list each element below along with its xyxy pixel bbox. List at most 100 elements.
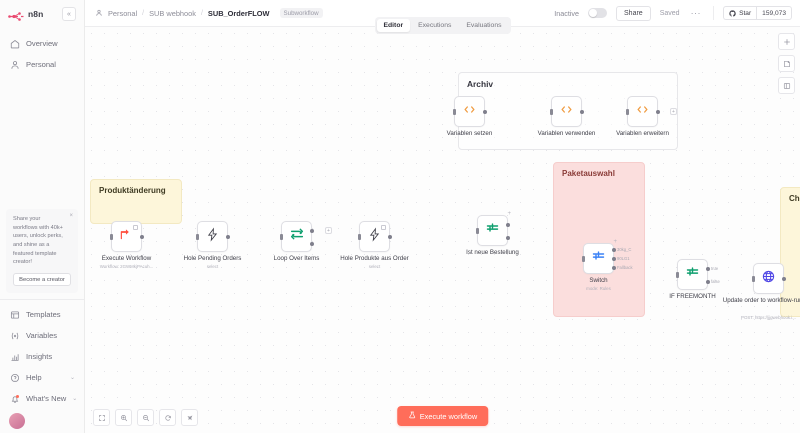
- github-star-button[interactable]: Star: [723, 6, 757, 20]
- node-box[interactable]: [549, 96, 584, 127]
- sticky-note-produktaenderung[interactable]: Produktänderung: [90, 179, 182, 224]
- zoom-to-fit-button[interactable]: [93, 409, 110, 426]
- output-port[interactable]: [579, 109, 584, 114]
- add-node-after-button[interactable]: +: [613, 239, 617, 245]
- output-port[interactable]: [482, 109, 487, 114]
- node-switch[interactable]: + Switch mode: Rules 30kg_C 90LG1 Fallba…: [581, 239, 633, 291]
- execute-workflow-button[interactable]: Execute workflow: [396, 406, 489, 426]
- workflow-active-toggle[interactable]: [588, 8, 608, 18]
- more-options-button[interactable]: ···: [690, 8, 702, 18]
- output-port-true[interactable]: [705, 267, 710, 271]
- output-port[interactable]: [781, 276, 786, 281]
- output-port-true[interactable]: [505, 223, 510, 227]
- sidebar-item-help[interactable]: Help ⌄: [0, 367, 84, 388]
- node-box[interactable]: [279, 221, 314, 252]
- output-port[interactable]: [225, 234, 230, 239]
- sticky-note-paketauswahl[interactable]: Paketauswahl: [553, 162, 645, 317]
- output-port[interactable]: [655, 109, 660, 114]
- avatar[interactable]: [9, 413, 25, 429]
- node-variablen-verwenden[interactable]: Variablen verwenden: [538, 96, 595, 137]
- share-button[interactable]: Share: [616, 5, 651, 21]
- output-port-loop[interactable]: [309, 242, 314, 246]
- node-box[interactable]: [751, 263, 786, 294]
- breadcrumb-separator: /: [142, 9, 145, 17]
- execute-workflow-icon: [119, 227, 134, 247]
- input-port[interactable]: [279, 233, 283, 240]
- add-node-after-button[interactable]: +: [670, 108, 677, 115]
- sidebar-header: n8n «: [0, 0, 84, 21]
- variables-icon: [9, 330, 20, 341]
- zoom-out-button[interactable]: [137, 409, 154, 426]
- output-port-done[interactable]: [309, 229, 314, 233]
- workflow-canvas[interactable]: Archiv Produktänderung Paketauswahl Che: [85, 27, 800, 433]
- input-port[interactable]: [581, 255, 585, 262]
- output-port-1[interactable]: [611, 257, 616, 261]
- switch-icon: [591, 249, 606, 269]
- breadcrumb-item-personal[interactable]: Personal: [108, 8, 138, 18]
- input-port[interactable]: [751, 275, 755, 282]
- tab-executions[interactable]: Executions: [418, 22, 452, 29]
- node-if-freemonth[interactable]: IF FREEMONTH true false: [669, 259, 720, 300]
- breadcrumb-item-sub-webhook[interactable]: SUB webhook: [149, 8, 196, 18]
- reset-zoom-button[interactable]: [159, 409, 176, 426]
- add-node-after-button[interactable]: +: [325, 227, 332, 234]
- node-box[interactable]: [452, 96, 487, 127]
- sidebar-item-templates[interactable]: Templates: [0, 304, 84, 325]
- add-node-after-button[interactable]: +: [507, 211, 511, 217]
- switch-output-label-0: 30kg_C: [617, 247, 632, 252]
- app-logo[interactable]: n8n: [8, 9, 43, 21]
- sidebar-item-whats-new[interactable]: What's New ⌄: [0, 388, 84, 409]
- templates-icon: [9, 309, 20, 320]
- output-port-false[interactable]: [705, 280, 710, 284]
- output-port-fallback[interactable]: [611, 266, 616, 270]
- node-hole-produkte-aus-order[interactable]: Hole Produkte aus Order select: [340, 221, 409, 269]
- sidebar-item-personal[interactable]: Personal: [0, 54, 84, 75]
- supabase-icon: [205, 226, 220, 247]
- sidebar-item-variables[interactable]: Variables: [0, 325, 84, 346]
- node-box[interactable]: [625, 96, 660, 127]
- close-icon[interactable]: ×: [69, 213, 73, 220]
- node-box[interactable]: [109, 221, 144, 252]
- input-port[interactable]: [109, 233, 113, 240]
- node-label-text: Update order to workflow-running: [722, 297, 800, 304]
- node-hole-pending-orders[interactable]: Hole Pending Orders select: [184, 221, 241, 269]
- output-port[interactable]: [139, 234, 144, 239]
- sidebar-item-insights[interactable]: Insights: [0, 346, 84, 367]
- node-box[interactable]: [675, 259, 710, 290]
- input-port[interactable]: [452, 108, 456, 115]
- node-update-order-to-workflow-running[interactable]: Update order to workflow-running POST: h…: [723, 263, 800, 320]
- toggle-panel-button[interactable]: [778, 77, 795, 94]
- become-a-creator-button[interactable]: Become a creator: [13, 273, 71, 286]
- node-ist-neue-bestellung[interactable]: + Ist neue Bestellung: [466, 211, 519, 256]
- add-node-button[interactable]: [778, 33, 795, 50]
- input-port[interactable]: [549, 108, 553, 115]
- output-port-false[interactable]: [505, 236, 510, 240]
- tab-evaluations[interactable]: Evaluations: [466, 22, 502, 29]
- output-port-0[interactable]: [611, 248, 616, 252]
- node-box[interactable]: [195, 221, 230, 252]
- node-variablen-setzen[interactable]: Variablen setzen: [447, 96, 492, 137]
- user-avatar-row[interactable]: [0, 409, 84, 429]
- add-sticky-note-button[interactable]: [778, 55, 795, 72]
- input-port[interactable]: [195, 233, 199, 240]
- breadcrumb-item-current-workflow[interactable]: SUB_OrderFLOW: [207, 8, 270, 18]
- node-box[interactable]: [357, 221, 392, 252]
- sticky-note-check[interactable]: Che: [780, 187, 800, 317]
- zoom-in-button[interactable]: [115, 409, 132, 426]
- input-port[interactable]: [475, 227, 479, 234]
- node-execute-workflow[interactable]: Execute Workflow Workflow: 2GWMkjPAcuh..…: [100, 221, 153, 269]
- collapse-sidebar-button[interactable]: «: [62, 7, 76, 21]
- node-box[interactable]: +: [581, 239, 617, 274]
- github-star-count[interactable]: 159,073: [756, 6, 792, 20]
- tab-editor[interactable]: Editor: [376, 19, 411, 32]
- input-port[interactable]: [357, 233, 361, 240]
- save-status-label: Saved: [659, 9, 680, 17]
- output-port[interactable]: [387, 234, 392, 239]
- input-port[interactable]: [625, 108, 629, 115]
- sidebar-item-overview[interactable]: Overview: [0, 33, 84, 54]
- tidy-up-button[interactable]: [181, 409, 198, 426]
- input-port[interactable]: [675, 271, 679, 278]
- node-loop-over-items[interactable]: Loop Over Items +: [274, 221, 332, 262]
- node-variablen-erweitern[interactable]: Variablen erweitern +: [616, 96, 677, 137]
- node-box[interactable]: +: [475, 211, 511, 246]
